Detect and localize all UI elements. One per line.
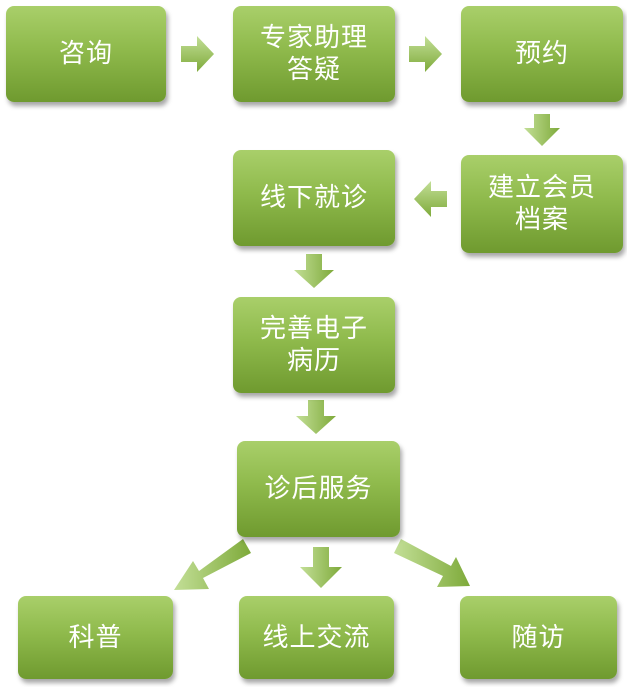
arrow-emr-to-postvisit (296, 400, 336, 434)
node-post-visit-label: 诊后服务 (264, 474, 373, 504)
arrow-appointment-to-profile (524, 114, 560, 146)
arrow-consult-to-expert (181, 36, 214, 72)
node-online-exchange: 线上交流 (239, 596, 394, 679)
arrow-profile-to-offline (414, 181, 447, 217)
arrow-offline-to-emr (294, 254, 334, 288)
node-appointment: 预约 (461, 6, 623, 102)
node-expert-qa-label: 专家助理 答疑 (259, 23, 368, 85)
node-post-visit: 诊后服务 (237, 441, 400, 537)
node-create-profile: 建立会员 档案 (461, 155, 623, 253)
node-offline-visit-label: 线下就诊 (259, 183, 368, 213)
arrow-postvisit-to-followup (394, 539, 470, 587)
arrow-postvisit-to-science (174, 539, 251, 590)
node-create-profile-label: 建立会员 档案 (487, 173, 596, 235)
node-emr: 完善电子 病历 (233, 297, 395, 393)
node-science-label: 科普 (68, 622, 123, 653)
node-online-exchange-label: 线上交流 (262, 622, 371, 653)
node-appointment-label: 预约 (514, 39, 569, 69)
node-expert-qa: 专家助理 答疑 (233, 6, 395, 102)
node-emr-label: 完善电子 病历 (259, 314, 368, 376)
node-follow-up: 随访 (460, 596, 617, 679)
arrow-expert-to-appointment (409, 36, 442, 72)
node-consult-label: 咨询 (58, 39, 113, 69)
node-science: 科普 (18, 596, 173, 679)
node-offline-visit: 线下就诊 (233, 150, 395, 246)
node-follow-up-label: 随访 (511, 622, 566, 653)
arrow-postvisit-to-online (300, 547, 342, 588)
node-consult: 咨询 (6, 6, 166, 102)
